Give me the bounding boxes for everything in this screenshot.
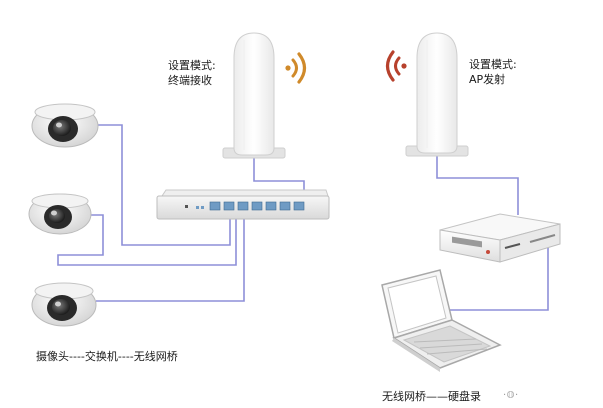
network-switch [156, 189, 330, 220]
hard-disk-recorder [439, 213, 561, 263]
dome-camera-2 [28, 193, 92, 235]
switch-port [237, 201, 249, 211]
cable-rightbridge-nvr [436, 156, 519, 215]
caption-camera-switch-bridge: 摄像头----交换机----无线网桥 [36, 350, 178, 363]
switch-port [209, 201, 221, 211]
watermark-logo: ·𝕆· [503, 390, 519, 401]
dome-camera-1 [31, 103, 99, 148]
switch-port [265, 201, 277, 211]
right-mode-line-1: 设置模式: [469, 58, 517, 71]
left-mode-line-2: 终端接收 [168, 74, 212, 87]
wireless-signal-icon-right [385, 50, 407, 82]
switch-port [223, 201, 235, 211]
switch-port [251, 201, 263, 211]
switch-port [293, 201, 305, 211]
laptop-computer [381, 269, 502, 372]
cable-camera1-switch [96, 124, 231, 246]
left-bridge-mode-label: 设置模式: 终端接收 [168, 58, 216, 88]
wireless-signal-icon-left [285, 52, 307, 84]
cable-group [57, 124, 549, 332]
right-bridge-mode-label: 设置模式: AP发射 [469, 57, 517, 87]
wireless-bridge-left [222, 32, 286, 159]
left-mode-line-1: 设置模式: [168, 59, 216, 72]
switch-port-group [209, 201, 305, 211]
wireless-bridge-right [405, 32, 469, 157]
cable-camera3-switch [96, 219, 245, 302]
switch-port [279, 201, 291, 211]
cable-camera2-switch [57, 214, 237, 266]
caption-bridge-recorder: 无线网桥——硬盘录 [382, 390, 481, 403]
right-mode-line-2: AP发射 [469, 73, 506, 86]
cable-leftbridge-switch [253, 158, 305, 196]
dome-camera-3 [31, 282, 97, 327]
